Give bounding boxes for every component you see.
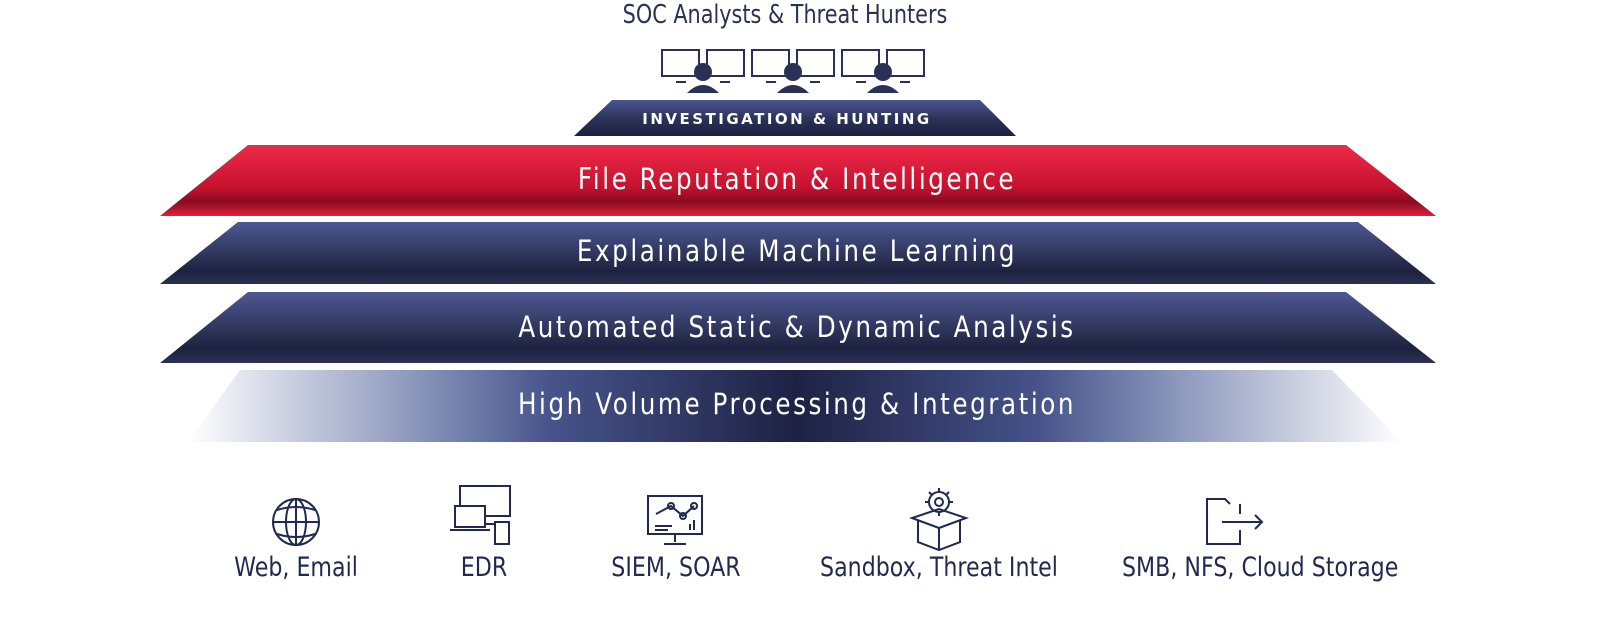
source-label-edr: EDR xyxy=(460,552,508,583)
layer-file-reputation xyxy=(160,145,1436,216)
source-label-siem-soar: SIEM, SOAR xyxy=(611,552,741,583)
layer-high-volume-processing-label: High Volume Processing & Integration xyxy=(518,388,1076,421)
source-label-sandbox-threat-intel: Sandbox, Threat Intel xyxy=(820,552,1058,583)
layer-static-dynamic-analysis-label: Automated Static & Dynamic Analysis xyxy=(518,311,1075,344)
analyst-workstation-icon xyxy=(661,49,925,93)
layer-investigation-hunting xyxy=(574,100,1016,136)
globe-icon xyxy=(272,498,320,546)
diagram-title: SOC Analysts & Threat Hunters xyxy=(623,0,948,30)
devices-icon xyxy=(450,485,511,545)
layer-file-reputation-label: File Reputation & Intelligence xyxy=(578,163,1016,196)
layer-investigation-hunting-label: INVESTIGATION & HUNTING xyxy=(642,110,931,128)
file-export-icon xyxy=(1206,498,1264,545)
dashboard-monitor-icon xyxy=(647,495,703,545)
source-label-web-email: Web, Email xyxy=(234,552,358,583)
layer-static-dynamic-analysis xyxy=(160,292,1436,363)
layer-machine-learning xyxy=(160,222,1436,284)
gear-box-icon xyxy=(908,488,970,552)
source-label-storage: SMB, NFS, Cloud Storage xyxy=(1122,552,1399,583)
layer-machine-learning-label: Explainable Machine Learning xyxy=(577,235,1017,268)
layer-high-volume-processing xyxy=(188,370,1402,442)
